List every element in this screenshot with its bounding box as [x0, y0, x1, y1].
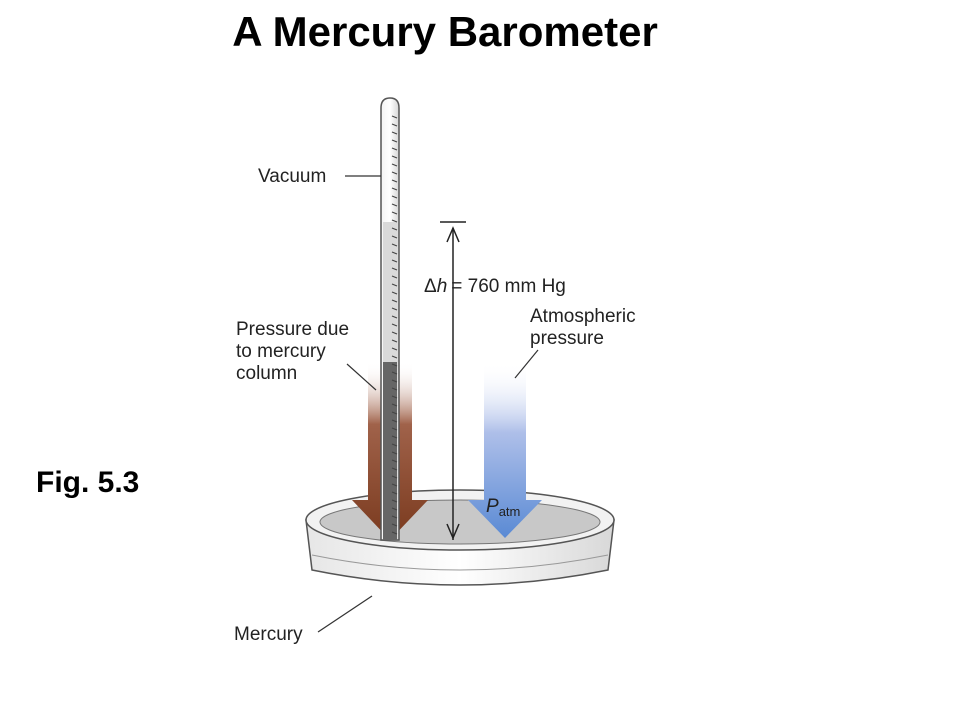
scale-tick: [391, 187, 398, 191]
scale-tick: [391, 307, 398, 311]
scale-tick: [391, 155, 398, 159]
scale-tick: [391, 139, 398, 143]
mercury-dish: [305, 489, 615, 586]
scale-tick: [391, 267, 398, 271]
scale-tick: [391, 195, 398, 199]
scale-tick: [391, 123, 398, 127]
scale-tick: [391, 523, 398, 527]
delta-h-label: Δh= 760 mm Hg: [424, 276, 566, 297]
mercury-pressure-leader: [346, 363, 377, 391]
scale-tick: [391, 347, 398, 351]
scale-tick: [391, 355, 398, 359]
scale-tick: [391, 395, 398, 399]
scale-tick: [391, 435, 398, 439]
pressure-mercury-label-2: to mercury: [236, 341, 326, 362]
scale-tick: [391, 283, 398, 287]
scale-tick: [391, 131, 398, 135]
scale-tick: [391, 371, 398, 375]
vacuum-label: Vacuum: [258, 166, 326, 187]
atmospheric-pressure-arrow: [468, 362, 542, 538]
scale-tick: [391, 411, 398, 415]
scale-tick: [391, 331, 398, 335]
scale-tick: [391, 427, 398, 431]
scale-tick: [391, 483, 398, 487]
mercury-column-lower: [383, 362, 397, 540]
scale-tick: [391, 323, 398, 327]
scale-tick: [391, 179, 398, 183]
pressure-mercury-label-1: Pressure due: [236, 319, 349, 340]
scale-tick: [391, 275, 398, 279]
pressure-mercury-label-3: column: [236, 363, 297, 384]
barometer-tube: [380, 97, 400, 541]
scale-tick: [391, 459, 398, 463]
scale-tick: [391, 315, 398, 319]
scale-tick: [391, 491, 398, 495]
scale-tick: [391, 419, 398, 423]
slide-title: A Mercury Barometer: [232, 8, 658, 55]
mercury-label: Mercury: [234, 624, 303, 645]
scale-tick: [391, 475, 398, 479]
scale-tick: [391, 339, 398, 343]
scale-tick: [391, 507, 398, 511]
patm-label: Patm: [486, 496, 520, 519]
tube-scale-ticks: [391, 115, 398, 535]
height-indicator: [440, 221, 466, 540]
scale-tick: [391, 451, 398, 455]
scale-tick: [391, 531, 398, 535]
scale-tick: [391, 147, 398, 151]
scale-tick: [391, 115, 398, 119]
scale-tick: [391, 219, 398, 223]
scale-tick: [391, 171, 398, 175]
atmospheric-label-1: Atmospheric: [530, 306, 636, 327]
figure-label: Fig. 5.3: [36, 466, 140, 499]
scale-tick: [391, 363, 398, 367]
scale-tick: [391, 387, 398, 391]
scale-tick: [391, 515, 398, 519]
scale-tick: [391, 251, 398, 255]
scale-tick: [391, 235, 398, 239]
scale-tick: [391, 379, 398, 383]
scale-tick: [391, 211, 398, 215]
scale-tick: [391, 467, 398, 471]
scale-tick: [391, 163, 398, 167]
scale-tick: [391, 291, 398, 295]
scale-tick: [391, 203, 398, 207]
atmospheric-leader: [514, 349, 539, 379]
scale-tick: [391, 499, 398, 503]
scale-tick: [391, 403, 398, 407]
scale-tick: [391, 259, 398, 263]
mercury-leader: [317, 595, 373, 633]
mercury-column-upper: [383, 222, 397, 362]
scale-tick: [391, 227, 398, 231]
atmospheric-label-2: pressure: [530, 328, 604, 349]
scale-tick: [391, 299, 398, 303]
scale-tick: [391, 243, 398, 247]
scale-tick: [391, 443, 398, 447]
